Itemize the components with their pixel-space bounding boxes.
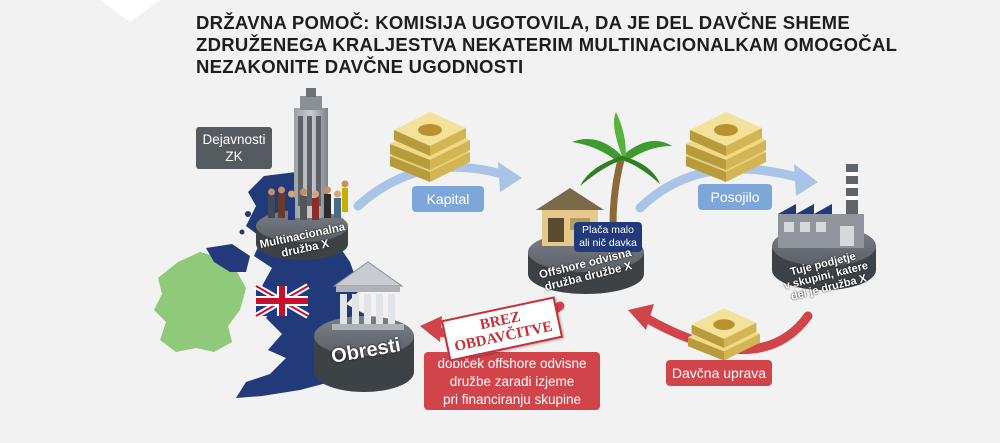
dobicek-line-3: pri financiranju skupine	[442, 392, 582, 407]
zk-label: ZK	[225, 149, 243, 164]
page-title: DRŽAVNA POMOČ: KOMISIJA UGOTOVILA, DA JE…	[196, 12, 956, 78]
title-line-2: ZDRUŽENEGA KRALJESTVA NEKATERIM MULTINAC…	[196, 34, 898, 55]
dejavnosti-zk-box: Dejavnosti ZK	[196, 127, 272, 169]
dobicek-box: dobiček offshore odvisne družbe zaradi i…	[424, 352, 600, 410]
dobicek-line-1: dobiček offshore odvisne	[437, 356, 587, 371]
ireland-map	[154, 252, 246, 352]
dobicek-line-2: družbe zaradi izjeme	[449, 374, 575, 389]
posojilo-label: Posojilo	[698, 184, 772, 210]
factory-icon	[778, 164, 864, 248]
money-stack-icon	[686, 112, 766, 182]
dejavnosti-label: Dejavnosti	[202, 132, 266, 147]
title-line-1: DRŽAVNA POMOČ: KOMISIJA UGOTOVILA, DA JE…	[196, 12, 851, 33]
placa-line-2: ali nič davka	[579, 237, 637, 249]
people-crowd-icon	[268, 180, 349, 220]
kapital-label: Kapital	[412, 186, 484, 212]
bank-building-icon	[332, 261, 404, 330]
skyscraper-icon	[294, 88, 328, 218]
corner-notch	[100, 0, 160, 22]
placa-line-1: Plača malo	[582, 224, 634, 236]
placa-malo-box: Plača malo ali nič davka	[574, 222, 642, 252]
davcna-uprava-label: Davčna uprava	[666, 360, 772, 386]
uk-flag-icon	[254, 283, 310, 319]
money-stack-icon	[390, 112, 470, 182]
money-stack-icon	[688, 308, 760, 361]
northern-ireland-map	[206, 244, 250, 272]
title-line-3: NEZAKONITE DAVČNE UGODNOSTI	[196, 56, 524, 77]
